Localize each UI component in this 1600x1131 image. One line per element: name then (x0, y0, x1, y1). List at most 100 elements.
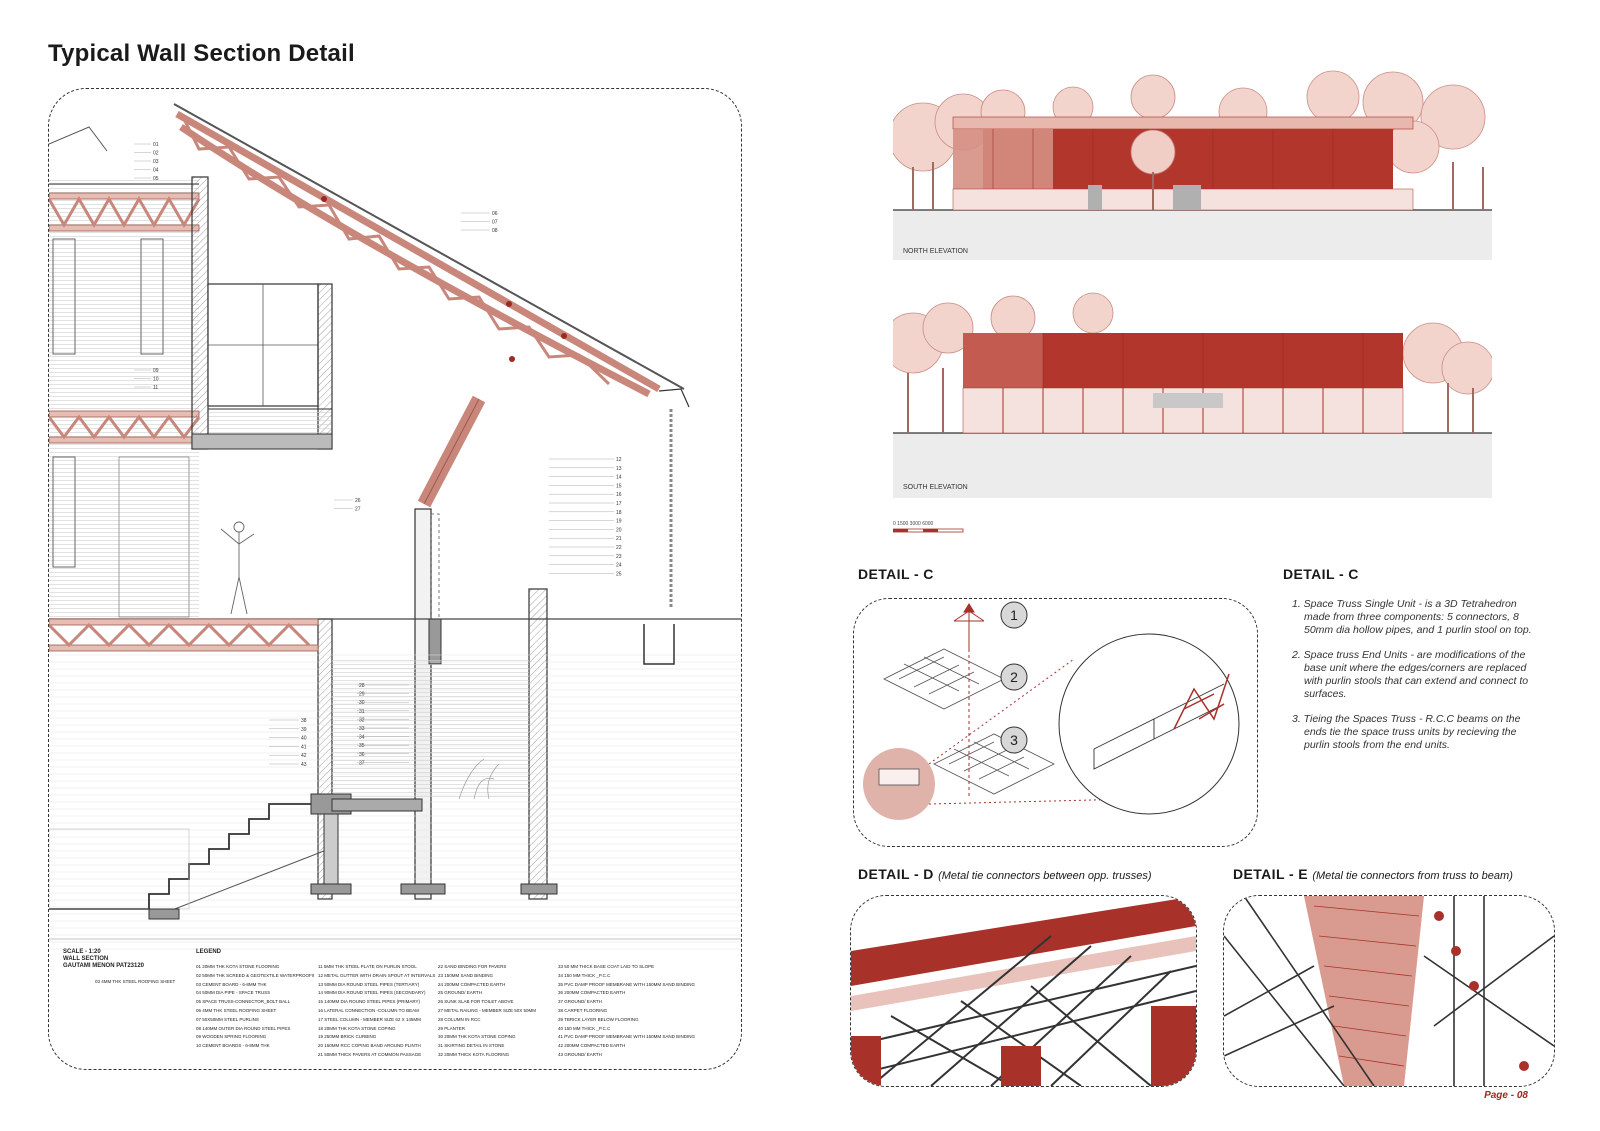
page-title: Typical Wall Section Detail (48, 40, 355, 67)
detail-c-notes: 1. Space Truss Single Unit - is a 3D Tet… (1292, 598, 1532, 764)
callout-number: 34 (359, 735, 365, 741)
legend-item: 07 50X50MM STEEL PURLINS (196, 1016, 259, 1022)
detail-c-notes-heading: DETAIL - C (1283, 566, 1359, 582)
detail-d-subtitle: (Metal tie connectors between opp. truss… (938, 870, 1152, 882)
south-elevation-drawing (882, 292, 1495, 498)
planter-plant (458, 758, 500, 800)
callout-number: 24 (616, 563, 622, 569)
legend-item: 35 PVC DAMP PROOF MEMBRANE WITH 150MM SA… (558, 981, 695, 987)
callout-number: 28 (359, 683, 365, 689)
north-elevation-drawing (888, 70, 1492, 260)
detail-e-frame (1223, 895, 1555, 1087)
scale-text: SCALE - 1:20 (63, 949, 101, 955)
legend-item: 05 SPACE TRUSS-CONNECTOR_BOLT BALL (196, 999, 291, 1005)
legend-column-2: 11 5MM THK STEEL PLATE ON PURLIN STOOL 12… (318, 963, 436, 1060)
callout-number: 12 (616, 457, 622, 463)
callout-number: 21 (616, 536, 622, 542)
callout-number: 09 (153, 368, 159, 374)
detail-e-heading: DETAIL - E (Metal tie connectors from tr… (1233, 866, 1513, 882)
step-marker-label: 2 (1010, 669, 1018, 685)
footing-3 (520, 883, 558, 895)
legend-item: 30 20MM THK KOTA STONE COPING (438, 1034, 516, 1040)
callout-number: 15 (616, 483, 622, 489)
stair (49, 803, 329, 910)
callout-number: 43 (301, 762, 307, 768)
callout-number: 03 (153, 159, 159, 165)
legend-item: 10 CEMENT BOARDS - 6-8MM THK (196, 1043, 270, 1049)
detail-c-heading: DETAIL - C (858, 566, 934, 582)
step-marker (1000, 601, 1028, 629)
legend-item: 12 METAL GUTTER WITH DRAIN SPOUT AT INTE… (318, 972, 436, 978)
legend-item: 01 20MM THK KOTA STONE FLOORING (196, 964, 280, 969)
legend-extra-note: 03 4MM THK STEEL ROOFING SHEET (95, 979, 176, 984)
truss-grid-upper (883, 648, 1005, 710)
south-elevation: SOUTH ELEVATION (882, 288, 1495, 498)
detail-e-drawing (1224, 896, 1554, 1086)
callout-number: 33 (359, 726, 365, 732)
callout-number: 32 (359, 717, 365, 723)
callout-number: 13 (616, 466, 622, 472)
callout-number: 10 (153, 377, 159, 383)
upper-floor-truss (49, 192, 201, 232)
callout-number: 35 (359, 743, 365, 749)
legend-item: 31 SKIRTING DETAIL IN STONE (438, 1043, 505, 1049)
legend-item: 04 50MM DIA PIPE - SPACE TRUSS (196, 990, 271, 996)
doorway (118, 456, 190, 618)
callout-number: 16 (616, 492, 622, 498)
callout-number: 40 (301, 736, 307, 742)
callout-number: 26 (355, 498, 361, 504)
north-elevation-label: NORTH ELEVATION (903, 248, 968, 255)
callout-number: 18 (616, 510, 622, 516)
legend-item: 24 200MM COMPACTED EARTH (438, 981, 506, 987)
callout-number: 38 (301, 718, 307, 724)
legend-item: 23 150MM SAND BINDING (438, 972, 494, 978)
upper-slab (191, 433, 333, 450)
callout-number: 17 (616, 501, 622, 507)
legend-item: 09 WOODEN SPRING FLOORING (196, 1034, 267, 1040)
legend-title: LEGEND (196, 949, 222, 955)
callout-number: 20 (616, 527, 622, 533)
legend-item: 34 150 MM THICK _P.C.C (558, 972, 611, 978)
legend-item: 25 GROUND/ EARTH (438, 990, 482, 996)
callout-number: 36 (359, 752, 365, 758)
detail-c-drawing: 123 (863, 601, 1240, 820)
callout-number: 42 (301, 753, 307, 759)
callout-number: 08 (492, 228, 498, 234)
legend-item: 03 CEMENT BOARD - 6-8MM THK (196, 981, 267, 987)
callout-number: 31 (359, 709, 365, 715)
drawing-name: WALL SECTION (63, 956, 109, 962)
footing-2 (400, 883, 446, 895)
detail-d-title: DETAIL - D (858, 866, 934, 882)
legend: SCALE - 1:20 WALL SECTION GAUTAMI MENON … (63, 949, 729, 1061)
author-name: GAUTAMI MENON PAT23120 (63, 963, 145, 969)
callout-number: 41 (301, 744, 307, 750)
legend-item: 27 METAL RAILING - MEMBER SIZE 50X 50MM (438, 1007, 537, 1013)
drain (643, 624, 675, 665)
legend-item: 11 5MM THK STEEL PLATE ON PURLIN STOOL (318, 964, 417, 969)
legend-item: 41 PVC DAMP PROOF MEMBRANE WITH 150MM SA… (558, 1034, 695, 1040)
window-right-upper (140, 238, 164, 355)
detail-d-heading: DETAIL - D (Metal tie connectors between… (858, 866, 1152, 882)
callout-number: 37 (359, 760, 365, 766)
callout-number: 05 (153, 176, 159, 182)
legend-item: 42 200MM COMPACTED EARTH (558, 1043, 626, 1049)
detail-e-title: DETAIL - E (1233, 866, 1309, 882)
legend-item: 28 COLUMN IN RCC (438, 1016, 481, 1022)
wall-column-upper (191, 176, 209, 450)
zoom-circle (1058, 633, 1240, 815)
legend-item: 18 20MM THK KOTA STONE COPING (318, 1025, 396, 1031)
single-unit-exploded (953, 603, 985, 799)
callout-number: 25 (616, 571, 622, 577)
gutter (658, 388, 690, 408)
legend-item: 16 LATERAL CONNECTION -COLUMN TO BEAM (318, 1007, 419, 1013)
neighbour-roof (49, 126, 108, 152)
detail-d-drawing (851, 896, 1196, 1086)
